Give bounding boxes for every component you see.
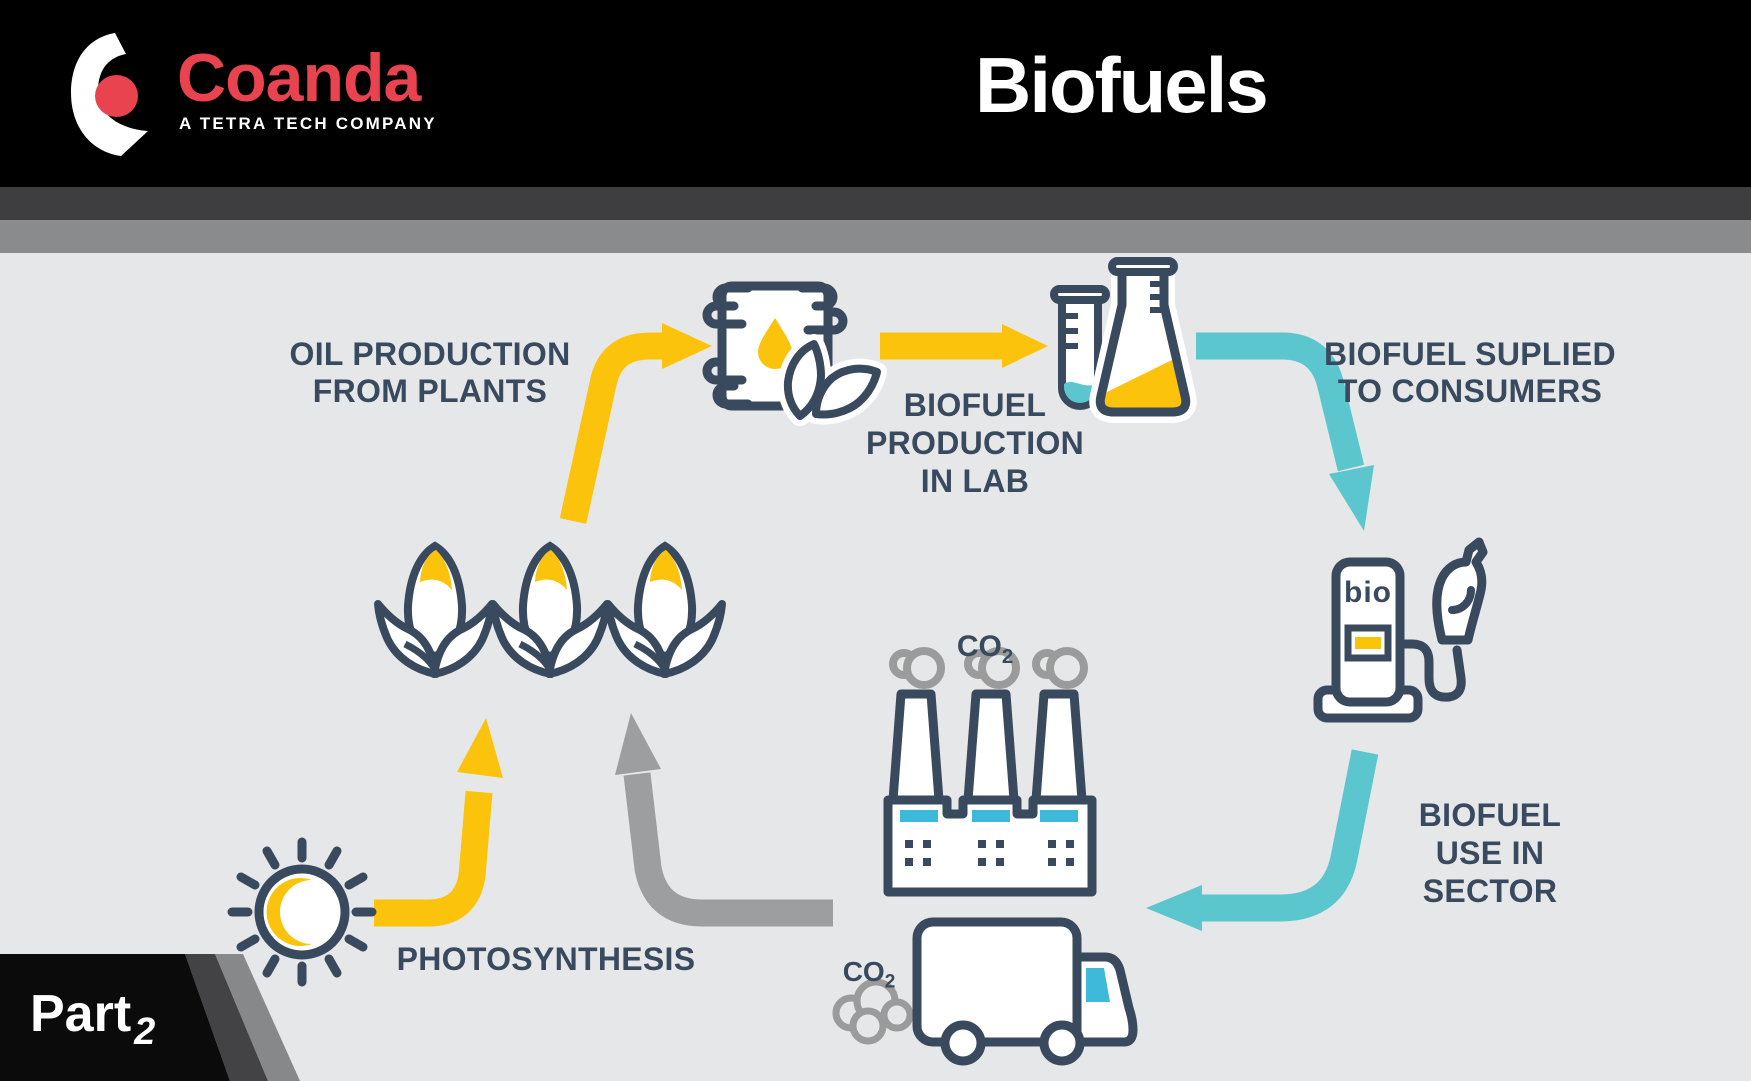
sun-icon (227, 837, 377, 987)
brand-name: Coanda (177, 40, 421, 116)
part-badge (0, 954, 300, 1081)
factory-icon (883, 647, 1097, 897)
label-line: PRODUCTION (865, 425, 1085, 461)
page-title: Biofuels (975, 41, 1269, 129)
truck-wheel (1039, 1020, 1085, 1066)
smoke-icon (889, 647, 1088, 689)
label-biofuel-use: BIOFUEL USE IN SECTOR (1419, 796, 1562, 910)
erlenmeyer-flask-icon (1089, 257, 1197, 423)
test-tube-icon (1050, 285, 1110, 410)
brand-tagline: A TETRA TECH COMPANY (179, 114, 437, 133)
oil-barrel-icon (702, 281, 887, 426)
label-line: SECTOR (1422, 873, 1558, 909)
leaves-icon (777, 334, 887, 426)
label-co2-factory: CO2 (957, 630, 1013, 669)
factory-windows (900, 810, 1078, 822)
co2-text: CO (842, 956, 885, 987)
pump-bio-label: bio (1344, 576, 1392, 609)
co2-subscript: 2 (884, 971, 896, 993)
logo-red-dot (95, 75, 138, 117)
part-label: Part2 (30, 984, 155, 1054)
label-line: BIOFUEL (1418, 797, 1562, 833)
arrow-biofuel-use (1146, 749, 1379, 931)
label-line: USE IN (1435, 835, 1545, 871)
label-biofuel-production: BIOFUEL PRODUCTION IN LAB (866, 386, 1084, 500)
truck-icon (912, 917, 1138, 1066)
header-bar (0, 0, 1751, 187)
label-line: OIL PRODUCTION (289, 336, 571, 372)
part-word: Part (30, 985, 132, 1043)
fuel-pump-icon: bio (1313, 537, 1488, 723)
label-line: IN LAB (920, 463, 1030, 499)
truck-window (1086, 968, 1110, 1002)
header-stripe-light (0, 220, 1751, 253)
coanda-logo-icon (71, 33, 148, 156)
arrow-biofuel-production (880, 324, 1048, 368)
corn-cob-icon (378, 546, 722, 676)
oil-drop-icon (758, 318, 792, 369)
label-biofuel-supplied: BIOFUEL SUPLIED TO CONSUMERS (1324, 336, 1616, 410)
label-line: TO CONSUMERS (1337, 373, 1603, 409)
truck-wheel (940, 1020, 986, 1066)
arrow-oil-production (559, 323, 712, 524)
part-number: 2 (134, 1011, 156, 1053)
fuel-nozzle-icon (1432, 537, 1488, 645)
label-line: BIOFUEL SUPLIED (1324, 336, 1616, 372)
label-line: BIOFUEL (903, 387, 1047, 423)
exhaust-cloud-icon (832, 978, 914, 1045)
label-co2-truck: CO2 (843, 956, 896, 994)
arrow-biofuel-supplied (1196, 332, 1374, 531)
co2-subscript: 2 (1001, 646, 1014, 668)
label-oil-production: OIL PRODUCTION FROM PLANTS (290, 336, 571, 410)
co2-text: CO (956, 630, 1002, 663)
pump-display (1344, 624, 1392, 662)
arrow-photosynthesis (374, 718, 503, 927)
arrow-co2-return (615, 713, 833, 927)
pump-hose (1395, 639, 1466, 702)
header-stripe-dark (0, 187, 1751, 220)
label-photosynthesis: PHOTOSYNTHESIS (396, 941, 696, 977)
label-line: FROM PLANTS (312, 373, 548, 409)
